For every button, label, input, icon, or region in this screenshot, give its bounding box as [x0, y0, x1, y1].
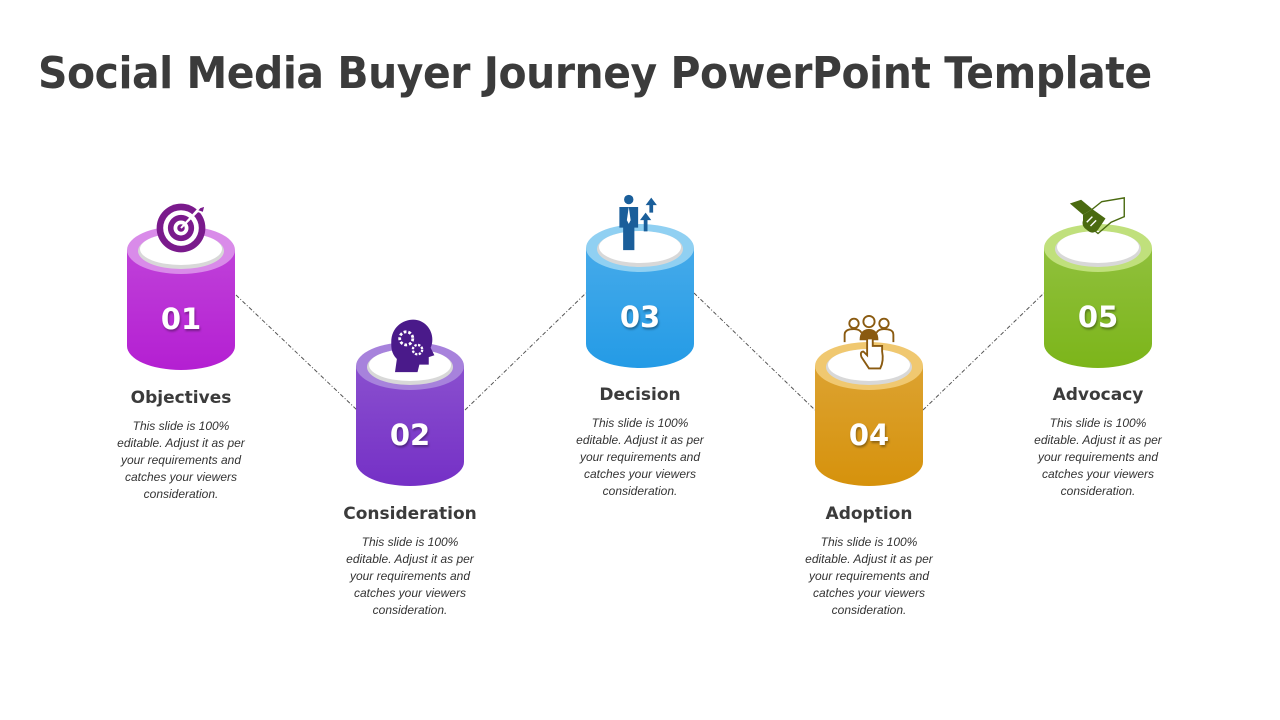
step-description: This slide is 100% editable. Adjust it a…	[346, 535, 474, 617]
step-number: 01	[160, 302, 202, 336]
slide-title: Social Media Buyer Journey PowerPoint Te…	[38, 48, 1152, 99]
step-number: 03	[619, 300, 661, 334]
connector-4-5	[922, 292, 1045, 411]
connector-3-4	[693, 292, 816, 411]
step-description: This slide is 100% editable. Adjust it a…	[576, 416, 704, 498]
step-label: Decision	[599, 385, 681, 405]
step-description: This slide is 100% editable. Adjust it a…	[117, 419, 245, 501]
step-number: 04	[848, 418, 890, 452]
step-description: This slide is 100% editable. Adjust it a…	[1034, 416, 1162, 498]
step-label: Advocacy	[1052, 385, 1144, 405]
handshake-icon	[1069, 197, 1125, 235]
target-icon	[156, 203, 207, 253]
step-number: 05	[1077, 300, 1119, 334]
connector-1-2	[235, 294, 358, 411]
businessman-arrows-icon	[619, 194, 657, 251]
group-hand-click-icon	[843, 314, 895, 370]
step-description: This slide is 100% editable. Adjust it a…	[805, 535, 933, 617]
step-label: Objectives	[130, 388, 232, 408]
cylinder	[356, 342, 464, 486]
cylinder	[586, 224, 694, 368]
cylinder	[1044, 224, 1152, 368]
head-gears-icon	[391, 319, 435, 373]
connector-2-3	[464, 292, 587, 411]
step-number: 02	[389, 418, 431, 452]
step-label: Consideration	[343, 504, 477, 524]
step-label: Adoption	[825, 504, 913, 524]
